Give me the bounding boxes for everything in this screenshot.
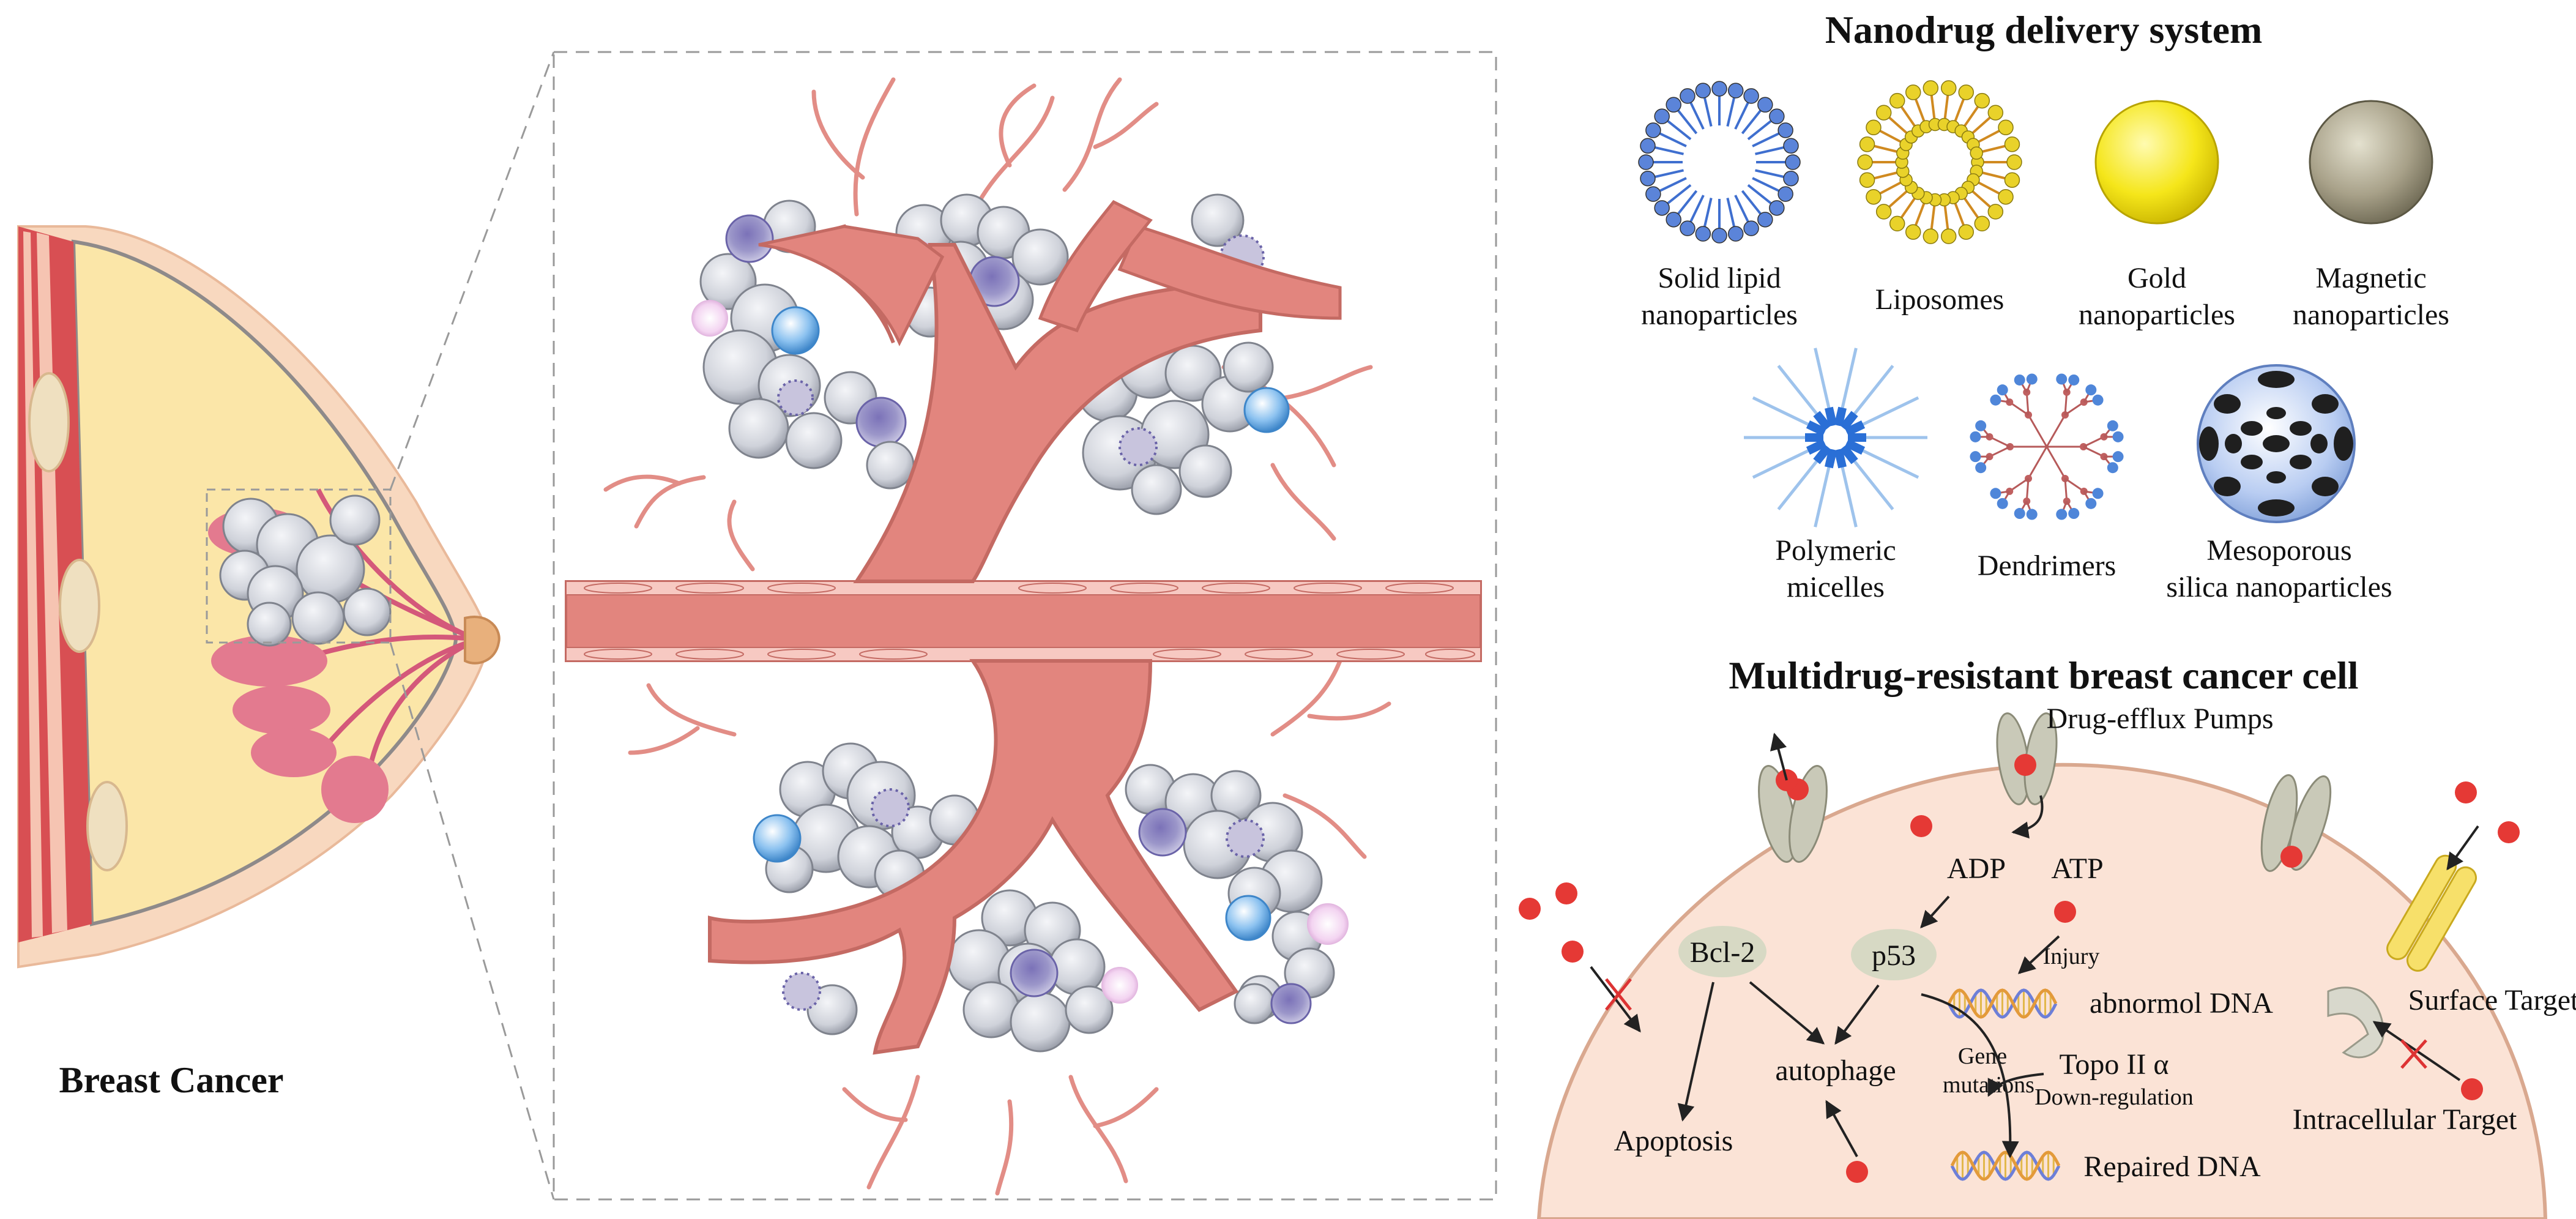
- repaired-dna-icon: [1950, 1150, 2061, 1181]
- mdr-cell-title: Multidrug-resistant breast cancer cell: [1729, 654, 2358, 697]
- nanodrug-label-5b: micelles: [1787, 571, 1885, 603]
- nanodrug-label-3a: Gold: [2127, 262, 2186, 294]
- p53-label: p53: [1872, 939, 1916, 972]
- mdr-cell-panel: Multidrug-resistant breast cancer cell D…: [1519, 654, 2576, 1219]
- tumor-cluster-top-left: [691, 199, 915, 490]
- nipple: [464, 616, 501, 665]
- nanodrug-label-6: Dendrimers: [1978, 550, 2116, 582]
- intracellular-target-icon: [2327, 986, 2384, 1059]
- drug-efflux-pump-3: [2260, 774, 2332, 872]
- tumor-cluster-bottom-left: [753, 742, 980, 1035]
- breast-tumor: [219, 494, 392, 647]
- topo-label: Topo II α: [2059, 1048, 2168, 1081]
- capillaries: [603, 77, 1391, 1196]
- inhibition-marks: [1605, 978, 2427, 1069]
- tumor-microenvironment-panel: [553, 51, 1497, 1201]
- magnetic-nanoparticle-icon: [2309, 100, 2433, 225]
- injury-label: Injury: [2043, 944, 2100, 969]
- nanodrug-label-7b: silica nanoparticles: [2166, 571, 2392, 603]
- bcl2-label: Bcl-2: [1690, 936, 1755, 969]
- zoom-panel-border: [553, 51, 1497, 1201]
- intracellular-target-label: Intracellular Target: [2293, 1103, 2517, 1136]
- nanodrug-label-4a: Magnetic: [2315, 262, 2426, 294]
- down-regulation-label: Down-regulation: [2034, 1084, 2194, 1110]
- autophage-label: autophage: [1775, 1054, 1896, 1087]
- tumor-cluster-bottom-center: [947, 889, 1138, 1053]
- tumor-cluster-bottom-right: [1125, 764, 1349, 1024]
- zoom-region: [206, 488, 392, 644]
- nanodrug-label-3b: nanoparticles: [2079, 299, 2235, 331]
- surface-target-icon: [2386, 854, 2477, 972]
- gold-nanoparticle-icon: [2094, 100, 2219, 225]
- drug-efflux-pump-2: [1996, 712, 2058, 805]
- pump-label: Drug-efflux Pumps: [2046, 703, 2273, 735]
- signal-arrows: [1590, 733, 2479, 1158]
- apoptosis-label: Apoptosis: [1614, 1125, 1733, 1157]
- nanodrug-label-1b: nanoparticles: [1641, 299, 1798, 331]
- nanodrug-panel: Nanodrug delivery system Solid lipid nan…: [1638, 8, 2449, 603]
- nanodrug-label-2: Liposomes: [1875, 283, 2005, 316]
- adp-label: ADP: [1947, 852, 2006, 885]
- solid-lipid-nanoparticle-icon: [1638, 81, 1801, 244]
- breast-cancer-title: Breast Cancer: [59, 1060, 283, 1100]
- dendrimer-icon: [1970, 373, 2124, 520]
- abnormal-dna-label: abnormol DNA: [2090, 987, 2273, 1020]
- mesoporous-silica-icon: [2197, 364, 2356, 523]
- nanodrug-label-7a: Mesoporous: [2206, 534, 2351, 567]
- atp-label: ATP: [2051, 852, 2103, 885]
- bcl2-node: [1678, 926, 1766, 977]
- liposome-icon: [1857, 80, 2022, 244]
- drug-molecules: [1519, 754, 2520, 1183]
- repaired-dna-label: Repaired DNA: [2083, 1150, 2261, 1183]
- blood-vessels: [565, 199, 1482, 1055]
- polymeric-micelle-icon: [1744, 348, 1927, 527]
- nanodrug-label-1a: Solid lipid: [1658, 262, 1781, 294]
- p53-node: [1851, 929, 1937, 980]
- surface-target-label: Surface Target: [2408, 984, 2576, 1016]
- nanodrug-title: Nanodrug delivery system: [1825, 8, 2263, 51]
- nanodrug-label-5a: Polymeric: [1775, 534, 1896, 567]
- breast-illustration: [17, 51, 555, 1200]
- abnormal-dna-icon: [1947, 988, 2058, 1019]
- nanodrug-label-4b: nanoparticles: [2293, 299, 2449, 331]
